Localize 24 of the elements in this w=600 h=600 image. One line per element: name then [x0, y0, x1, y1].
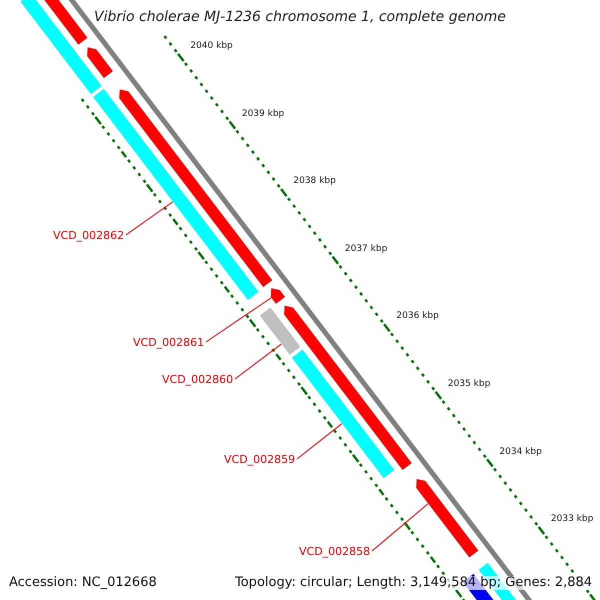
footer-text: Topology: circular; Length: 3,149,584 bp; Genes: 2,884 — [235, 576, 592, 590]
scale-label: 2038 kbp — [293, 177, 336, 188]
gene-label: VCD_002858 — [299, 546, 370, 558]
scale-label: 2035 kbp — [448, 380, 490, 390]
scale-label: 2037 kbp — [344, 244, 388, 255]
leader-line — [206, 297, 272, 342]
leader-line — [234, 344, 282, 380]
gene-label: VCD_002860 — [162, 374, 234, 386]
scale-label: 2036 kbp — [396, 312, 439, 322]
title: Vibrio cholerae MJ-1236 chromosome 1, complete genome — [94, 10, 506, 26]
scale-label: 2040 kbp — [190, 42, 233, 52]
scale-label: 2039 kbp — [242, 110, 284, 120]
scale-label: 2033 kbp — [550, 515, 594, 526]
leader-line — [372, 503, 429, 552]
gene-label: VCD_002861 — [133, 337, 204, 350]
leader-line — [126, 201, 174, 236]
leader-line — [296, 423, 342, 460]
gene-label: VCD_002859 — [224, 454, 296, 466]
gene-label: VCD_002862 — [53, 230, 124, 242]
footer-text: Accession: NC_012668 — [9, 576, 157, 590]
gene-feature — [416, 478, 480, 558]
scale-label: 2034 kbp — [499, 448, 542, 458]
gene-feature — [270, 288, 286, 305]
gene-feature — [258, 306, 302, 356]
